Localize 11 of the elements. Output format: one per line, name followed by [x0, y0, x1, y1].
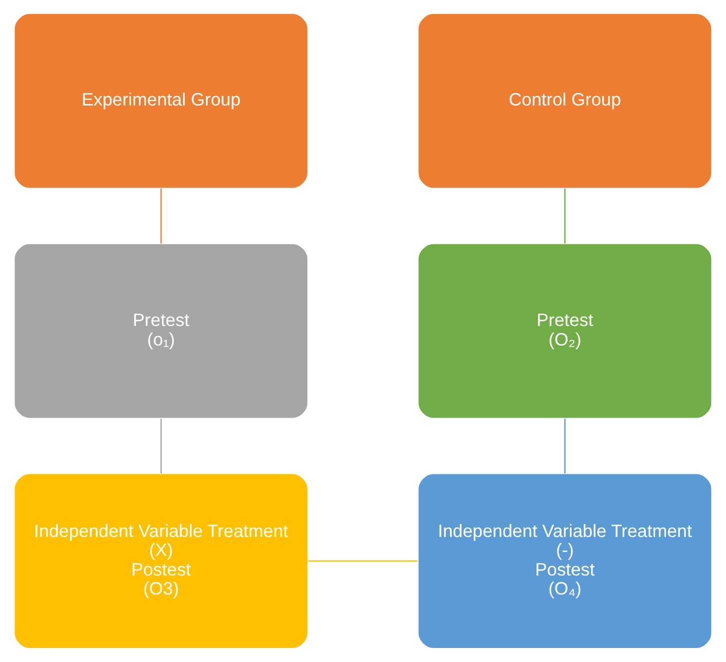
connector	[564, 188, 566, 244]
node-box: Independent Variable Treatment (X) Postest (O3)	[13, 472, 309, 650]
connector	[308, 560, 418, 562]
node-box: Pretest (o₁)	[13, 242, 309, 420]
connector	[564, 418, 566, 474]
connector	[160, 188, 162, 244]
node-box: Pretest (O₂)	[417, 242, 713, 420]
node-box: Control Group	[417, 12, 713, 190]
node-box: Experimental Group	[13, 12, 309, 190]
node-box: Independent Variable Treatment (-) Postest (O₄)	[417, 472, 713, 650]
connector	[160, 418, 162, 474]
